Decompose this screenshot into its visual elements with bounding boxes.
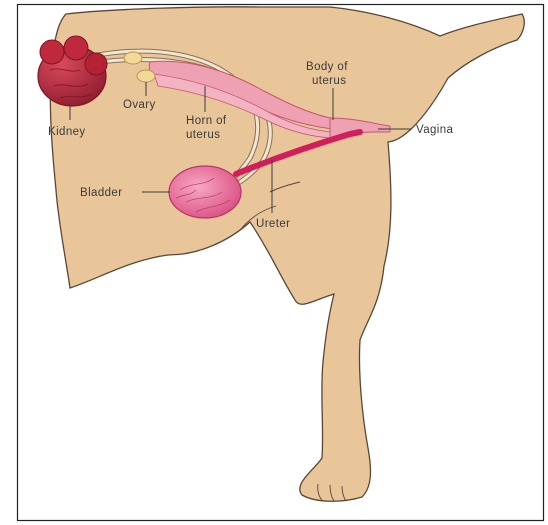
- bladder: [169, 166, 241, 218]
- label-horn-of-uterus-line2: uterus: [186, 129, 220, 141]
- label-ureter: Ureter: [256, 218, 290, 230]
- label-horn-of-uterus-line1: Horn of: [186, 115, 227, 127]
- dog-body-silhouette: [50, 7, 524, 501]
- label-vagina: Vagina: [416, 124, 454, 136]
- label-body-of-uterus-line2: uterus: [312, 75, 346, 87]
- label-body-of-uterus-line1: Body of: [306, 61, 348, 73]
- ovary-lower: [137, 70, 155, 82]
- label-bladder: Bladder: [80, 187, 122, 199]
- label-kidney: Kidney: [48, 126, 86, 138]
- label-ovary: Ovary: [123, 99, 156, 111]
- ovary-upper: [124, 52, 142, 64]
